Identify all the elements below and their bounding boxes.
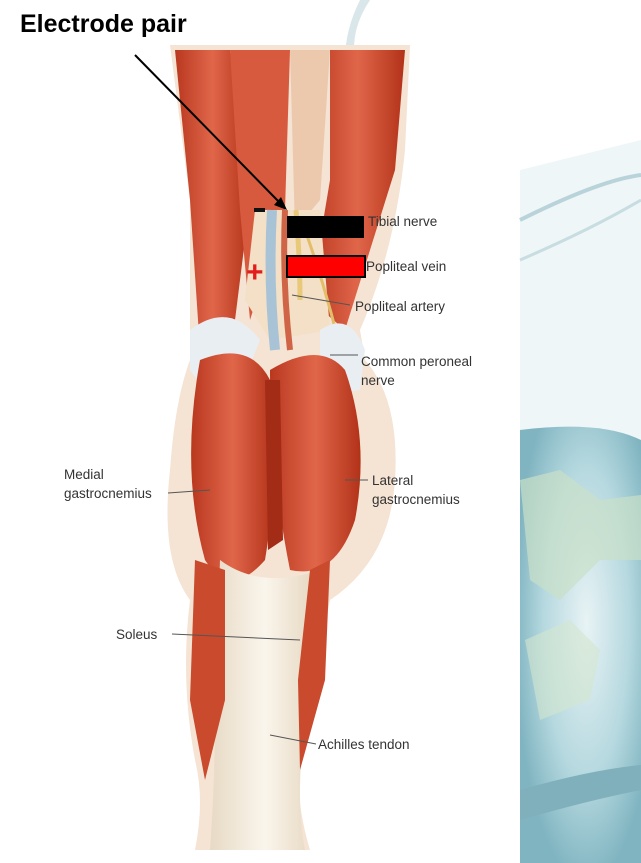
positive-electrode-sign: + [246,258,264,288]
label-lateral: Lateral [372,472,413,489]
label-common-peroneal: Common peroneal [361,353,472,370]
label-popliteal-artery: Popliteal artery [355,298,445,315]
negative-electrode [287,216,364,238]
label-achilles-tendon: Achilles tendon [318,736,410,753]
label-medial: Medial [64,466,104,483]
label-lateral-gastrocnemius: gastrocnemius [372,491,460,508]
positive-electrode [286,255,366,278]
label-soleus: Soleus [116,626,157,643]
label-common-peroneal-nerve: nerve [361,372,395,389]
electrode-pair-title: Electrode pair [20,10,187,39]
label-popliteal-vein: Popliteal vein [366,258,446,275]
label-medial-gastrocnemius: gastrocnemius [64,485,152,502]
label-tibial-nerve: Tibial nerve [368,213,437,230]
leg-illustration [168,45,411,850]
negative-electrode-sign [254,208,265,212]
